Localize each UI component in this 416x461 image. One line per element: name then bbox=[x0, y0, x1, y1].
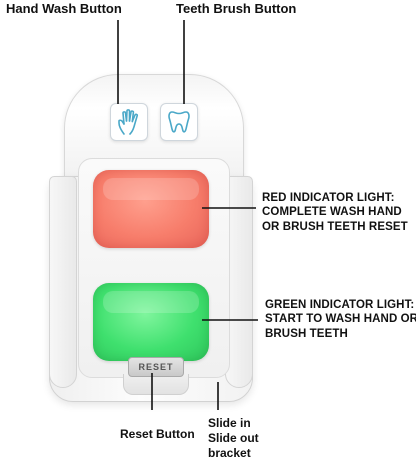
teeth-brush-button[interactable] bbox=[160, 103, 198, 141]
hand-icon bbox=[118, 109, 139, 135]
teeth-brush-label: Teeth Brush Button bbox=[176, 1, 297, 16]
bracket-rail-left bbox=[49, 176, 77, 388]
reset-button-label: Reset Button bbox=[120, 427, 195, 441]
tooth-icon bbox=[168, 111, 190, 133]
hand-wash-button[interactable] bbox=[110, 103, 148, 141]
hand-wash-label: Hand Wash Button bbox=[6, 1, 122, 16]
reset-button[interactable]: RESET bbox=[128, 357, 184, 377]
bracket-label: Slide in Slide out bracket bbox=[208, 416, 259, 460]
red-indicator-label: RED INDICATOR LIGHT: COMPLETE WASH HAND … bbox=[262, 192, 408, 233]
reset-tab bbox=[123, 374, 189, 395]
red-indicator-light bbox=[93, 170, 209, 248]
green-indicator-light bbox=[93, 283, 209, 361]
green-indicator-label: GREEN INDICATOR LIGHT: START TO WASH HAN… bbox=[265, 299, 416, 340]
